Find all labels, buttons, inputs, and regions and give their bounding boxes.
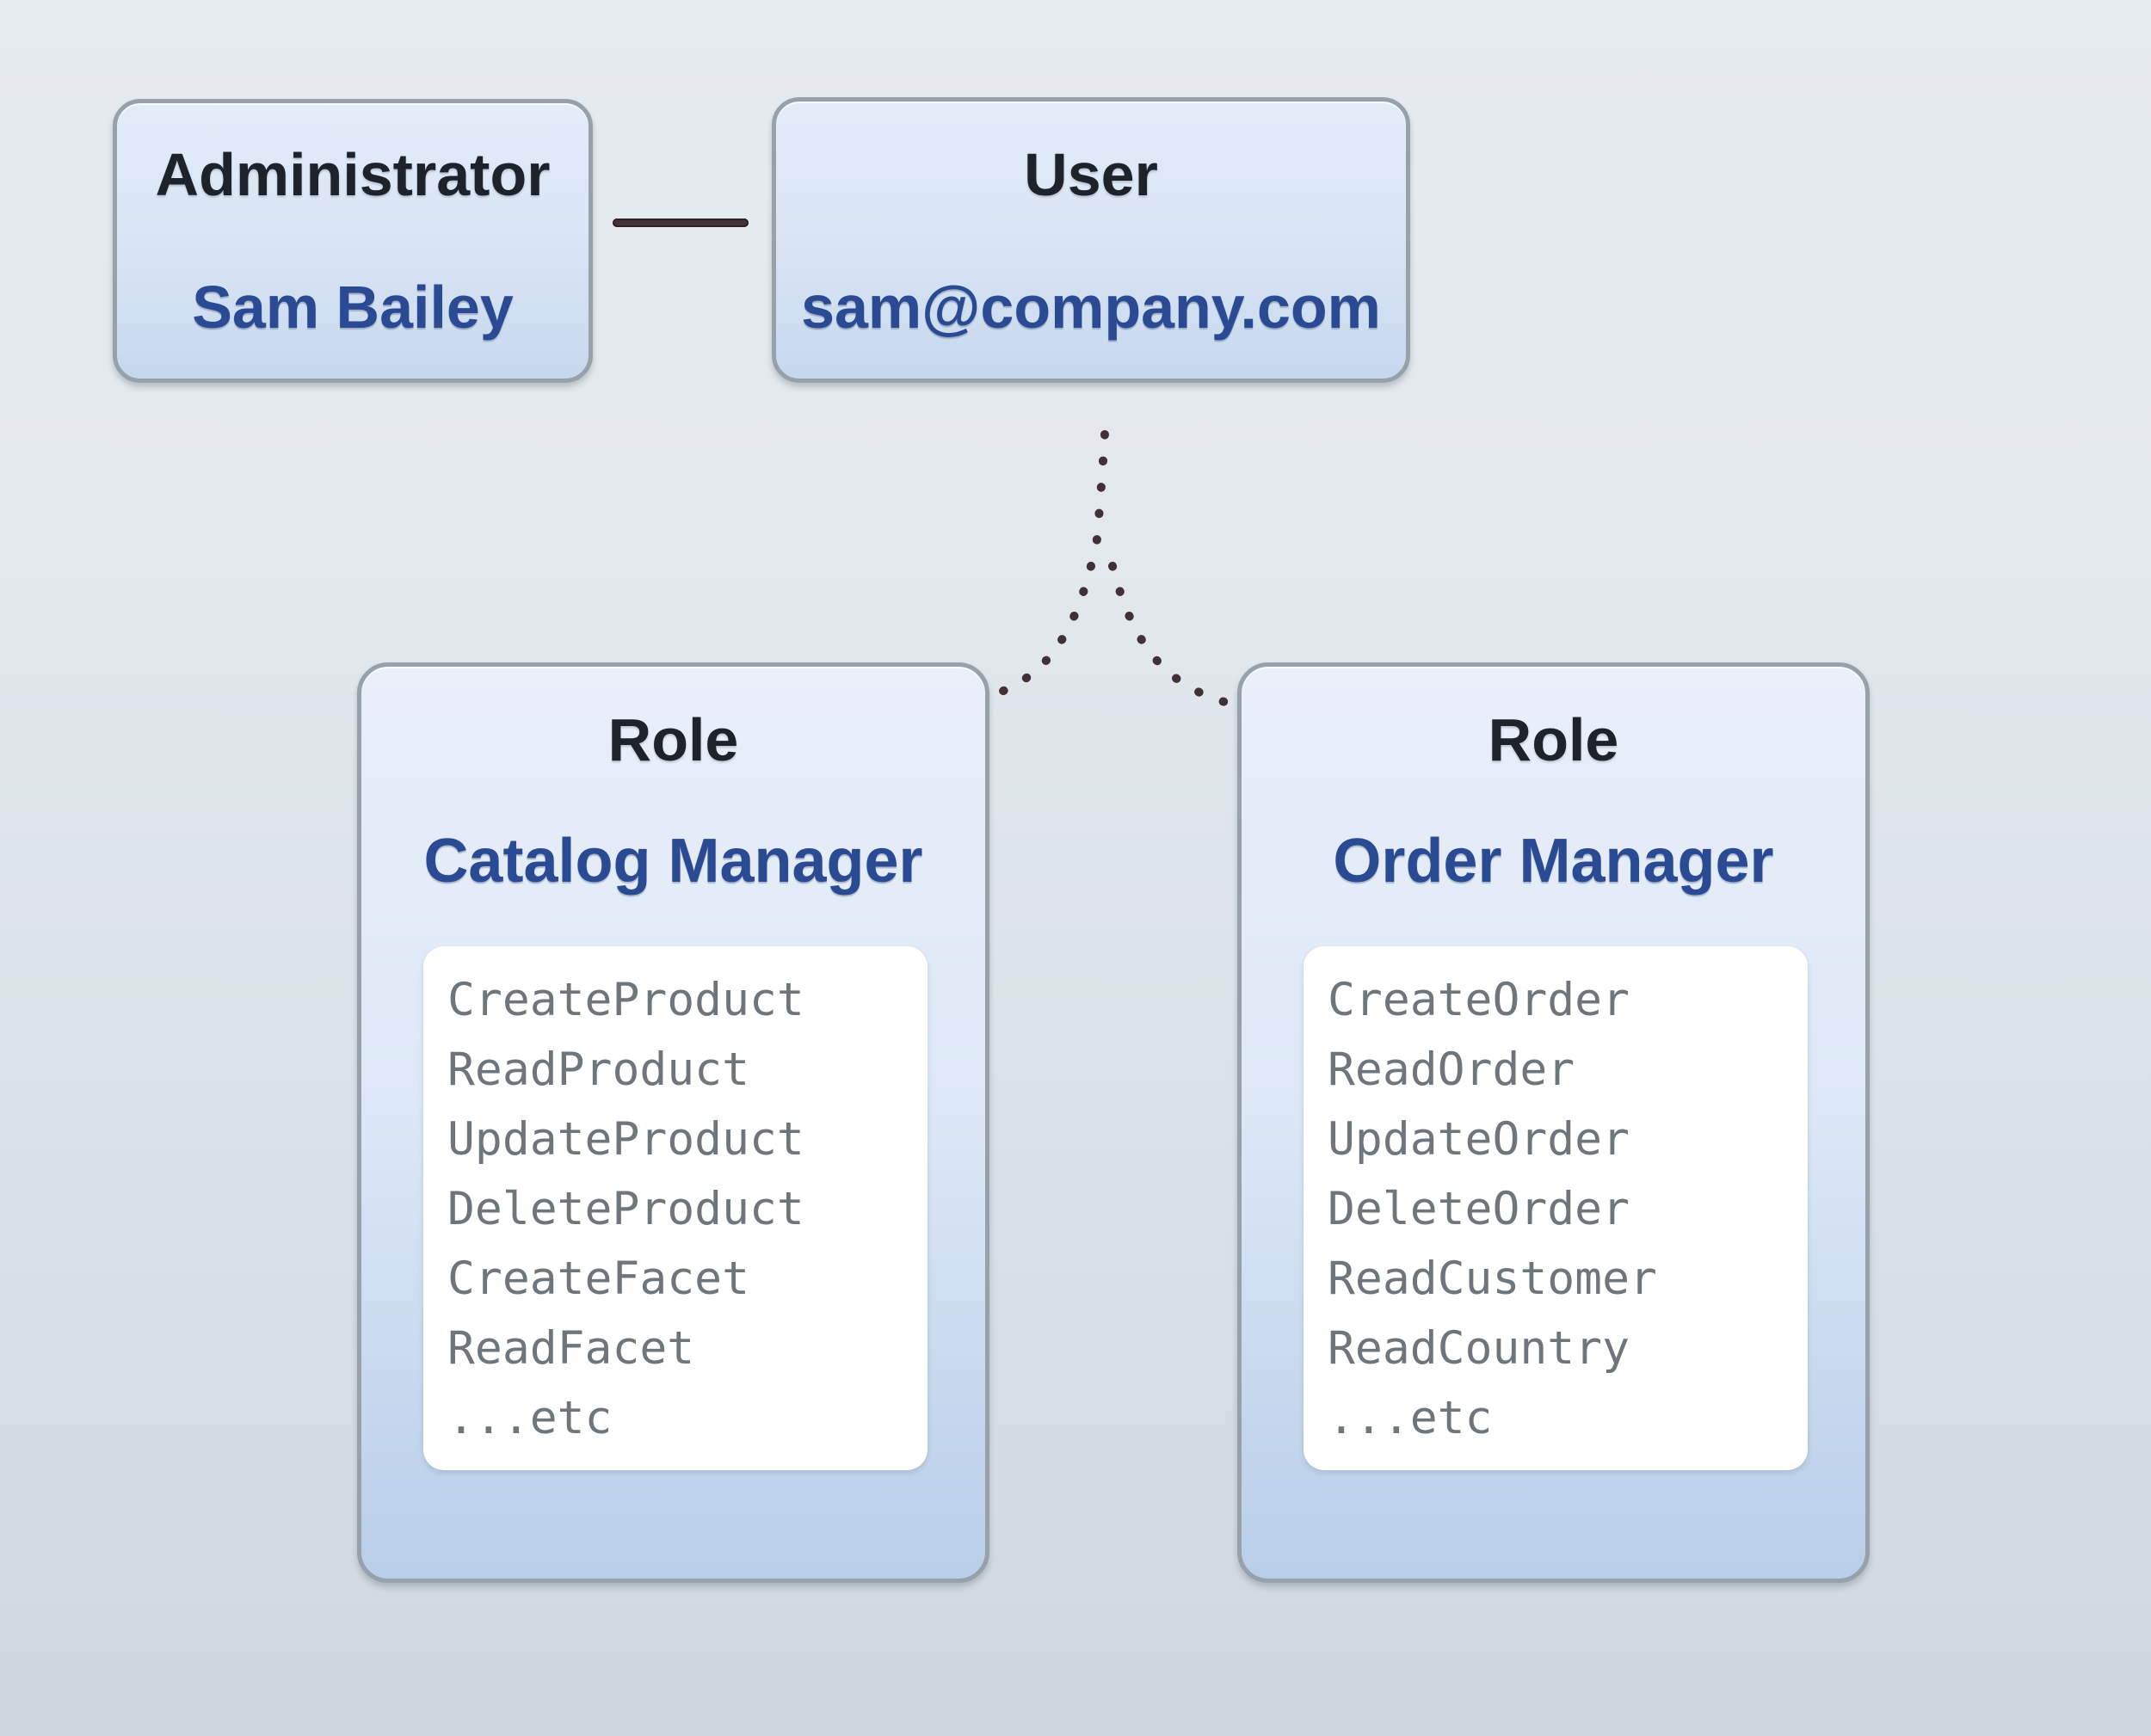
permission-item: CreateFacet bbox=[447, 1253, 749, 1305]
administrator-box: Administrator Sam Bailey bbox=[113, 99, 593, 383]
user-box: User sam@company.com bbox=[772, 97, 1410, 383]
permission-item: UpdateOrder bbox=[1328, 1113, 1630, 1166]
permission-item: ReadProduct bbox=[447, 1043, 749, 1096]
permission-item: CreateProduct bbox=[447, 974, 804, 1026]
permission-item: ...etc bbox=[447, 1392, 613, 1444]
role-name-order-manager: Order Manager bbox=[1333, 827, 1774, 896]
permission-item: ReadCountry bbox=[1328, 1322, 1630, 1375]
role-name-catalog-manager: Catalog Manager bbox=[423, 827, 923, 896]
administrator-name: Sam Bailey bbox=[192, 274, 514, 341]
permission-item: UpdateProduct bbox=[447, 1113, 804, 1166]
role-box-title: Role bbox=[607, 706, 739, 773]
permission-item: ReadCustomer bbox=[1328, 1253, 1657, 1305]
role-box-title: Role bbox=[1488, 706, 1619, 773]
user-box-title: User bbox=[1024, 141, 1158, 208]
dotted-stem bbox=[1091, 430, 1109, 562]
permission-item: DeleteProduct bbox=[447, 1183, 804, 1235]
admin-user-connector-line bbox=[613, 219, 749, 227]
administrator-box-title: Administrator bbox=[155, 141, 551, 208]
permission-item: ReadFacet bbox=[447, 1322, 695, 1375]
dotted-branch-right bbox=[1108, 562, 1516, 959]
user-email: sam@company.com bbox=[801, 274, 1381, 341]
permission-item: ReadOrder bbox=[1328, 1043, 1575, 1096]
permission-item: CreateOrder bbox=[1328, 974, 1630, 1026]
permission-item: DeleteOrder bbox=[1328, 1183, 1630, 1235]
permission-item: ...etc bbox=[1328, 1392, 1493, 1444]
